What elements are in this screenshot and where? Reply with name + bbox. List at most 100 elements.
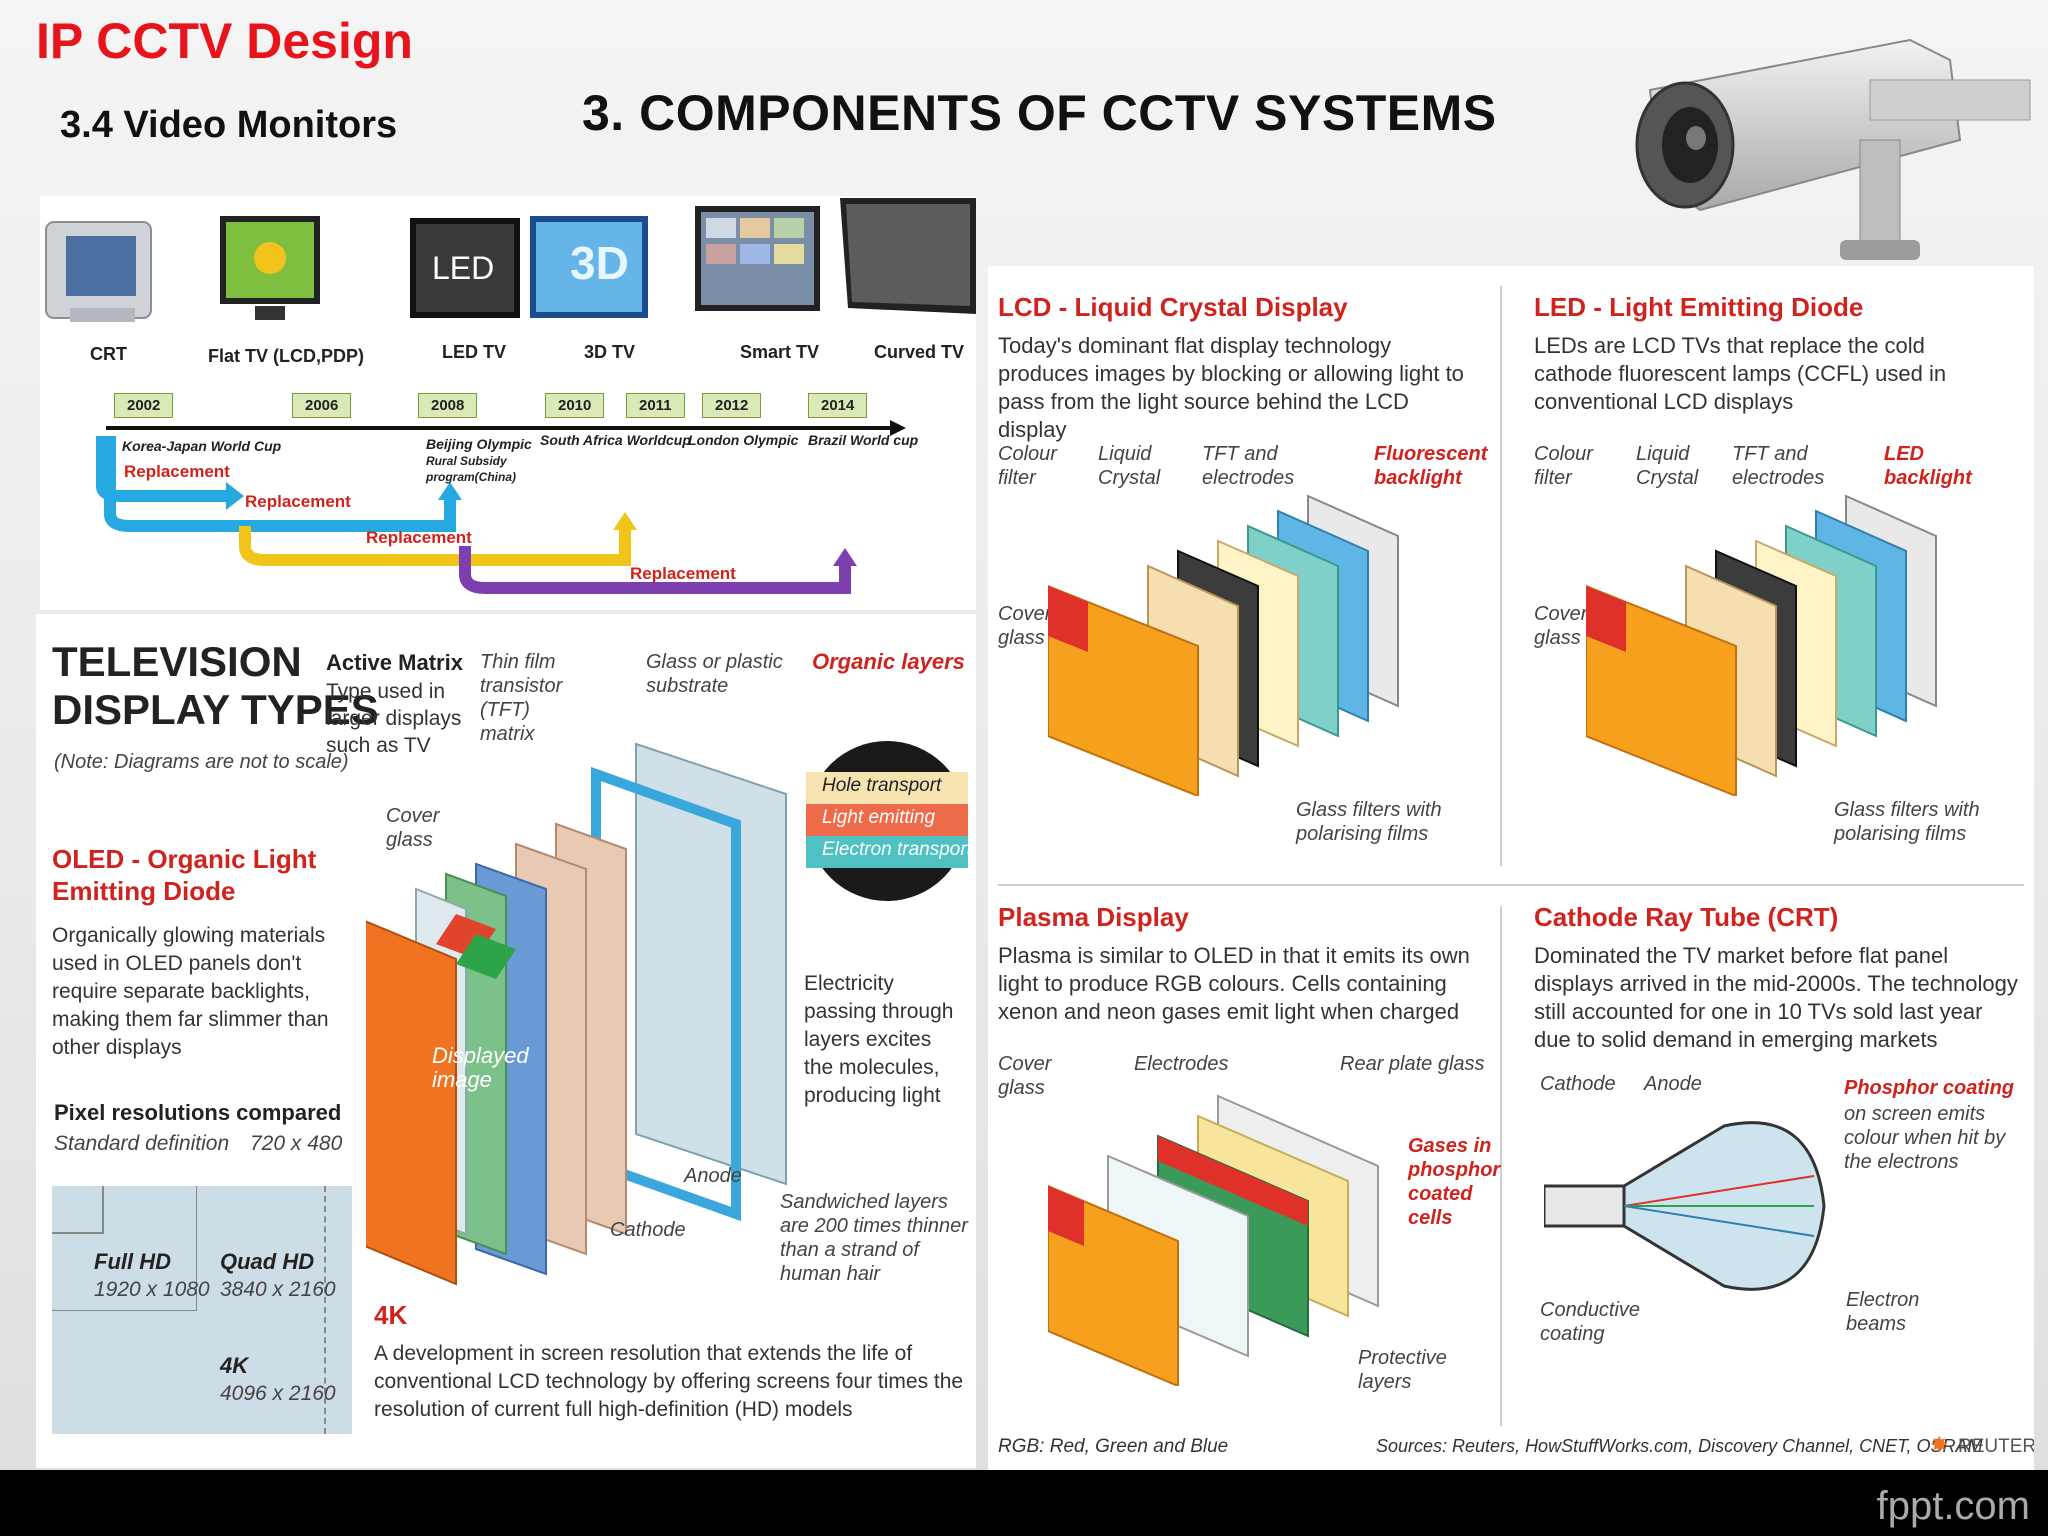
led-screen-label: LED (432, 250, 495, 286)
pixel-title: Pixel resolutions compared (54, 1100, 342, 1125)
crt-conductive: Conductive coating (1540, 1299, 1641, 1345)
bottom-bar (0, 1470, 2048, 1536)
brand-title: IP CCTV Design (36, 13, 413, 69)
crt-cathode: Cathode (1540, 1073, 1616, 1095)
lcd-title: LCD - Liquid Crystal Display (998, 292, 1348, 322)
tv-name-flat: Flat TV (LCD,PDP) (208, 346, 364, 366)
quadhd-resolution: 3840 x 2160 (220, 1278, 336, 1301)
rgb-note: RGB: Red, Green and Blue (998, 1436, 1229, 1457)
sandwiched-text: Sandwiched layers are 200 times thinner … (780, 1191, 968, 1285)
year-badge: 2011 (626, 393, 685, 418)
lcd-backlight: Fluorescent backlight (1374, 443, 1488, 489)
resolution-comparison-box (52, 1186, 352, 1434)
year-badge: 2002 (114, 393, 174, 418)
reuters-logo-icon: ✸ (1930, 1432, 1949, 1457)
plasma-layers-diagram (1048, 1094, 1379, 1386)
led-glass-filters: Glass filters with polarising films (1834, 799, 1980, 845)
tv-name-3d: 3D TV (584, 342, 636, 362)
year-badge: 2008 (418, 393, 478, 418)
event-label: Beijing Olympic (426, 436, 532, 452)
led-title: LED - Light Emitting Diode (1534, 292, 1864, 322)
k4-title: 4K (374, 1300, 408, 1330)
reuters-logo-text: REUTERS (1958, 1436, 2034, 1457)
plasma-gases: Gases in phosphor coated cells (1408, 1135, 1501, 1229)
year-badge: 2012 (702, 393, 762, 418)
crt-phosphor-title: Phosphor coating (1844, 1077, 2014, 1099)
tv-types-note: (Note: Diagrams are not to scale) (54, 751, 349, 773)
tv-name-smart: Smart TV (740, 342, 820, 362)
k4-label: 4K (220, 1353, 249, 1378)
layer-hole-transport: Hole transport (822, 775, 942, 796)
section-subtitle: 3.4 Video Monitors (60, 104, 398, 146)
led-backlight: LED backlight (1884, 443, 1972, 489)
k4-description: A development in screen resolution that … (374, 1342, 964, 1421)
year-badge: 2010 (545, 393, 605, 418)
plasma-title: Plasma Display (998, 902, 1189, 932)
crt-electron-beams: Electron beams (1846, 1289, 1920, 1335)
year-badge: 2014 (808, 393, 868, 418)
replacement-label: Replacement (366, 528, 472, 547)
k4-resolution: 4096 x 2160 (220, 1382, 336, 1405)
plasma-electrodes: Electrodes (1134, 1053, 1229, 1075)
glass-substrate-label: Glass or plastic substrate (646, 651, 783, 697)
plasma-cover-glass: Cover glass (998, 1053, 1052, 1099)
replacement-label: Replacement (245, 492, 351, 511)
led-cover-glass: Cover glass (1534, 603, 1588, 649)
event-label: Brazil World cup (808, 432, 919, 448)
event-label: South Africa Worldcup (540, 432, 691, 448)
lcd-cover-glass: Cover glass (998, 603, 1052, 649)
event-label: London Olympic (688, 432, 799, 448)
event-label: Korea-Japan World Cup (122, 438, 282, 454)
crt-phosphor-text: on screen emits colour when hit by the e… (1844, 1103, 2006, 1173)
anode-label: Anode (684, 1165, 742, 1187)
fullhd-resolution: 1920 x 1080 (94, 1278, 210, 1301)
plasma-protective: Protective layers (1358, 1347, 1447, 1393)
oled-description: Organically glowing materials used in OL… (52, 924, 329, 1059)
replacement-label: Replacement (124, 462, 230, 481)
footer-brand: fppt.com (1876, 1484, 2030, 1528)
lcd-tft: TFT and electrodes (1202, 443, 1295, 489)
lcd-colour-filter: Colour filter (998, 443, 1057, 489)
oled-layers-diagram (366, 742, 787, 1286)
cctv-camera-icon (1635, 38, 2031, 260)
tv-types-title-1: TELEVISION (52, 638, 302, 685)
event-label: Rural Subsidy (426, 454, 507, 468)
year-badge: 2006 (292, 393, 352, 418)
sd-resolution: 720 x 480 (250, 1132, 343, 1155)
quadhd-label: Quad HD (220, 1249, 315, 1274)
sd-label: Standard definition (54, 1132, 230, 1155)
led-description: LEDs are LCD TVs that replace the cold c… (1534, 333, 1947, 414)
tft-label: Thin film transistor (TFT) matrix (480, 651, 563, 745)
led-liquid-crystal: Liquid Crystal (1636, 443, 1699, 489)
plasma-description: Plasma is similar to OLED in that it emi… (998, 943, 1470, 1024)
tv-types-title-2: DISPLAY TYPES (52, 686, 379, 733)
tv-name-crt: CRT (90, 344, 127, 364)
lcd-liquid-crystal: Liquid Crystal (1098, 443, 1161, 489)
plasma-rear-plate: Rear plate glass (1340, 1053, 1485, 1075)
crt-description: Dominated the TV market before flat pane… (1534, 943, 2018, 1052)
oled-panel: TELEVISION DISPLAY TYPES (Note: Diagrams… (36, 614, 976, 1468)
tv-timeline-panel: LED 3D CRT Flat TV (LCD,PDP) LED TV 3D T… (40, 196, 976, 610)
replacement-label: Replacement (630, 564, 736, 583)
led-tft: TFT and electrodes (1732, 443, 1825, 489)
led-colour-filter: Colour filter (1534, 443, 1593, 489)
tv-name-curved: Curved TV (874, 342, 965, 362)
tv-name-led: LED TV (442, 342, 507, 362)
active-matrix-title: Active Matrix (326, 650, 463, 675)
fullhd-label: Full HD (94, 1249, 171, 1274)
slide-heading: 3. COMPONENTS OF CCTV SYSTEMS (582, 85, 1497, 141)
oled-title-1: OLED - Organic Light (52, 844, 317, 874)
crt-tube-diagram (1544, 1121, 1826, 1291)
electricity-text: Electricity passing through layers excit… (804, 972, 954, 1107)
displayed-image-label: Displayed image (432, 1043, 529, 1092)
organic-layers-circle (806, 741, 968, 901)
tv-evolution-illustration (45, 198, 976, 594)
layer-light-emitting: Light emitting (822, 807, 936, 828)
oled-title-2: Emitting Diode (52, 876, 236, 906)
active-matrix-text: Type used in larger displays such as TV (326, 680, 462, 757)
sources-note: Sources: Reuters, HowStuffWorks.com, Dis… (1376, 1436, 1983, 1456)
led-layers-diagram (1586, 494, 1937, 796)
organic-layers-label: Organic layers (812, 649, 965, 674)
crt-title: Cathode Ray Tube (CRT) (1534, 902, 1839, 932)
layer-electron-transport: Electron transport (822, 839, 972, 860)
